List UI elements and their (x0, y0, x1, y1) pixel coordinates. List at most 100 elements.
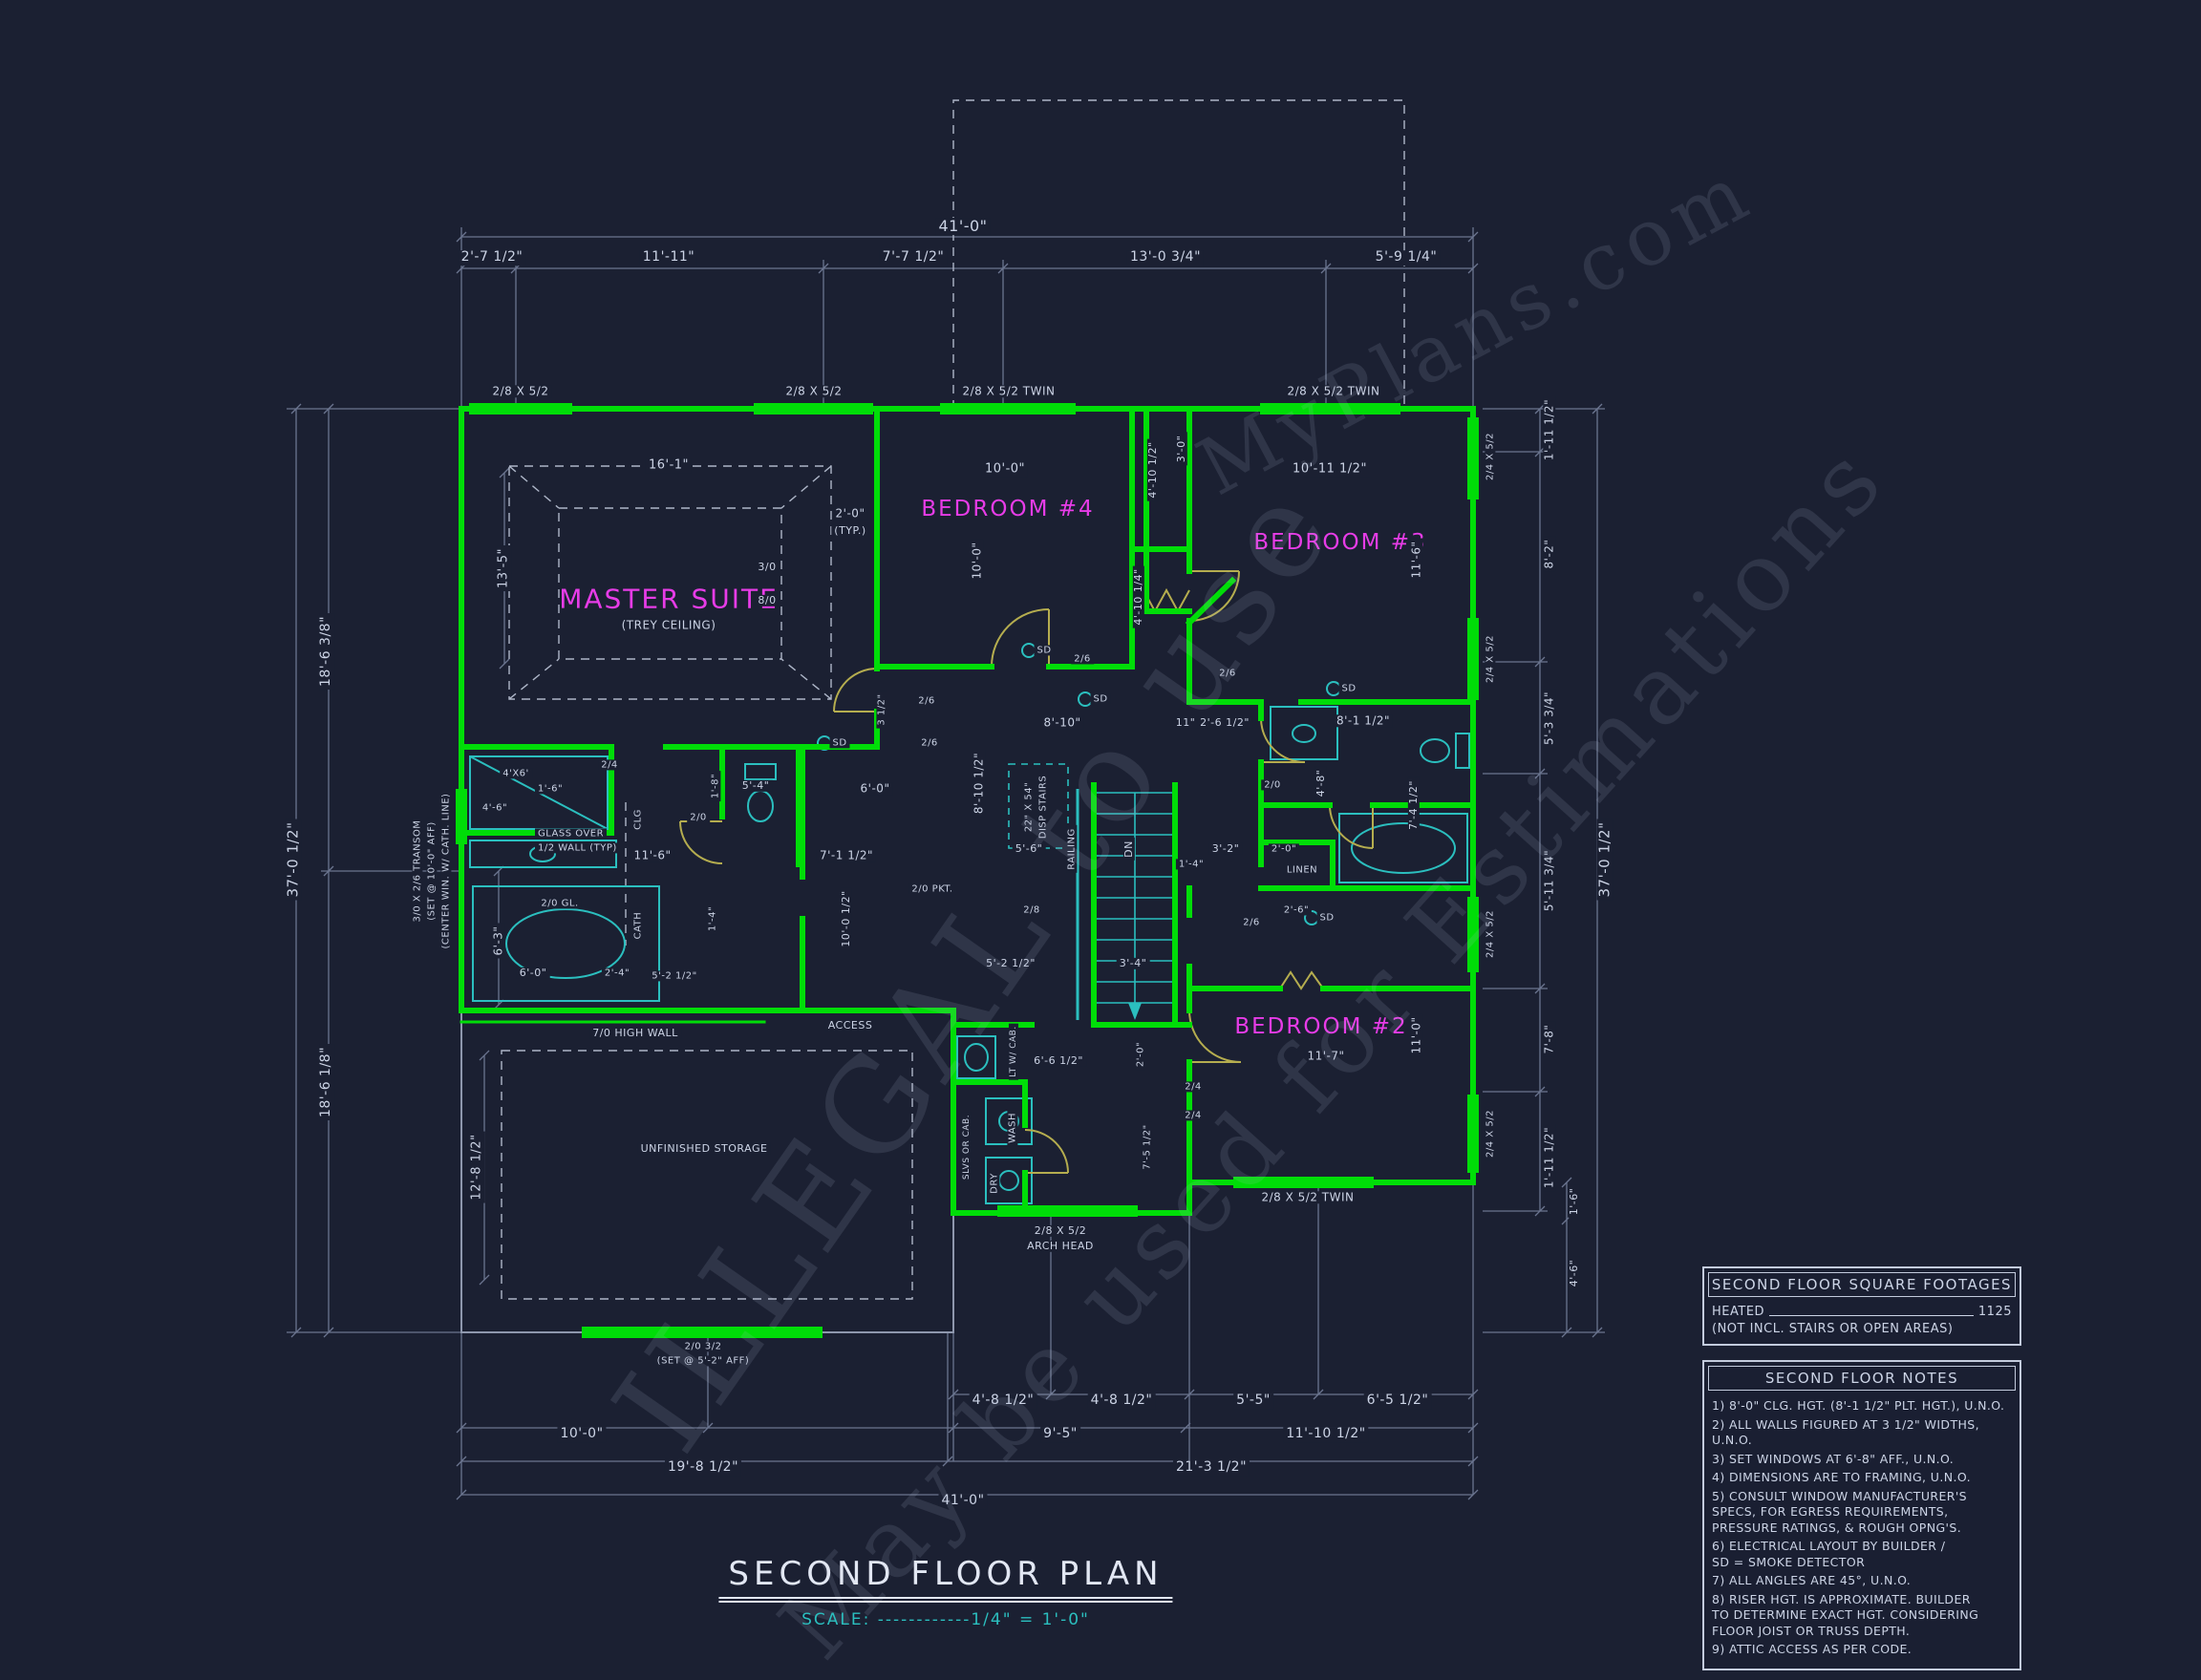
sqft-note: (NOT INCL. STAIRS OR OPEN AREAS) (1712, 1322, 1954, 1336)
plan-label: 2/8 X 5/2 (1031, 1224, 1090, 1238)
plan-label: GLASS OVER (535, 828, 608, 840)
plan-label: 11'-7" (1304, 1049, 1348, 1063)
plan-label: 8'-10 1/2" (972, 749, 986, 818)
storage-dashed (501, 1050, 913, 1300)
dn-arrowhead (1128, 1003, 1142, 1020)
note-item: 6) ELECTRICAL LAYOUT BY BUILDER / SD = S… (1712, 1539, 1946, 1569)
plan-label: CLG (632, 806, 644, 833)
plan-label: 7'-1 1/2" (816, 848, 877, 862)
plan-label: 6'-6 1/2" (1031, 1054, 1086, 1068)
plan-label: SD (1034, 645, 1055, 656)
plan-label: 2/0 GL. (538, 898, 582, 909)
plan-label: 2/4 X 5/2 (1485, 907, 1496, 961)
plan-label: 3'-0" (1175, 432, 1188, 466)
plan-label: 1/2 WALL (TYP) (535, 842, 620, 854)
plan-label: 5'-4" (738, 779, 773, 793)
plan-label: 2/8 X 5/2 (489, 384, 552, 398)
plan-label: 2/6 (1216, 668, 1239, 679)
plan-label: 8/0 (755, 594, 780, 607)
plan-label: 2'-0" (832, 506, 868, 521)
toilet-bath2 (1455, 733, 1470, 769)
plan-label: SLVS OR CAB. (961, 1111, 972, 1183)
square-footages-panel: SECOND FLOOR SQUARE FOOTAGES HEATED 1125… (1702, 1266, 2021, 1346)
plan-label: (TYP.) (831, 524, 869, 538)
plan-label: ARCH HEAD (1024, 1240, 1097, 1253)
dimension-ticks (290, 231, 1603, 1500)
plan-label: 10'-11 1/2" (1290, 462, 1370, 478)
roof-outline-dashed (952, 99, 1405, 409)
plan-label: 2/4 (1182, 1110, 1205, 1121)
walls (456, 403, 1479, 1338)
plan-label: 18'-6 3/8" (318, 612, 334, 691)
plan-label: SD (1090, 693, 1111, 705)
plan-label: 5'-9 1/4" (1372, 249, 1441, 266)
note-item: 5) CONSULT WINDOW MANUFACTURER'S SPECS, … (1712, 1488, 1968, 1535)
plan-label: 3 1/2" (876, 691, 887, 729)
note-item: 9) ATTIC ACCESS AS PER CODE. (1712, 1642, 1913, 1656)
plan-label: 5'-5" (1233, 1393, 1273, 1409)
plan-label: 21'-3 1/2" (1172, 1459, 1250, 1476)
dimension-lines (287, 227, 1605, 1500)
notes-panel: SECOND FLOOR NOTES 1) 8'-0" CLG. HGT. (8… (1702, 1360, 2021, 1670)
note-item: 8) RISER HGT. IS APPROXIMATE. BUILDER TO… (1712, 1591, 1979, 1638)
plan-label: LT W/ CAB. (1008, 1023, 1019, 1080)
heated-row: HEATED 1125 (1712, 1305, 2012, 1319)
heated-label: HEATED (1712, 1305, 1765, 1319)
title-block: SECOND FLOOR PLAN SCALE: ------------1/4… (718, 1555, 1173, 1629)
plan-label: 2/6 (918, 737, 941, 749)
plan-label: 2/0 PKT. (908, 883, 956, 895)
plan-label: 8'-10" (1040, 715, 1084, 730)
plan-label: 41'-0" (938, 1493, 988, 1509)
plan-label: 10'-0" (981, 462, 1029, 478)
plan-label: 19'-8 1/2" (664, 1459, 742, 1476)
plan-label: 3/0 X 2/6 TRANSOM (412, 817, 423, 925)
plan-label: 7'-4 1/2" (1407, 777, 1421, 833)
square-footages-header: SECOND FLOOR SQUARE FOOTAGES (1708, 1272, 2016, 1297)
plan-label: 2/8 X 5/2 (782, 384, 845, 398)
plan-label: 5'-11 3/4" (1542, 846, 1556, 915)
plan-label: WASH (1007, 1109, 1018, 1147)
plan-label: 2/8 X 5/2 TWIN (959, 384, 1058, 398)
notes-list: 1) 8'-0" CLG. HGT. (8'-1 1/2" PLT. HGT.)… (1704, 1394, 2019, 1669)
note-item: 2) ALL WALLS FIGURED AT 3 1/2" WIDTHS, U… (1712, 1416, 1979, 1448)
plan-label: DISP STAIRS (1037, 772, 1049, 842)
plan-label: SD (1338, 683, 1359, 694)
plan-label: 2/4 X 5/2 (1485, 1107, 1496, 1160)
plan-label: 6'-0" (516, 967, 550, 980)
plan-label: 13'-5" (497, 544, 512, 592)
storage-walls (460, 1010, 954, 1333)
plan-label: 2/8 (1020, 904, 1043, 916)
plan-label: 11'-10 1/2" (1283, 1426, 1369, 1442)
plan-label: 2/0 (1261, 779, 1284, 791)
plan-label: 2/0 3/2 (681, 1341, 725, 1352)
plan-label: 11'-0" (1409, 1013, 1423, 1057)
plan-label: 4'-8 1/2" (969, 1393, 1037, 1409)
plan-label: 1'-11 1/2" (1542, 1123, 1556, 1192)
plan-label: RAILING (1066, 825, 1078, 873)
plan-label: 2/0 (687, 812, 710, 823)
plan-label: 2/8 X 5/2 TWIN (1258, 1190, 1357, 1204)
plan-label: 4'-6" (479, 802, 511, 814)
vanity-master (469, 840, 617, 868)
plan-label: 2/6 (1240, 917, 1263, 928)
plan-label: 2'-4" (601, 968, 633, 979)
plan-label: 6'-0" (857, 781, 893, 796)
plan-label: 2/8 X 5/2 TWIN (1284, 384, 1383, 398)
toilet-wc (744, 763, 777, 780)
plan-label: 2/6 (1071, 653, 1094, 665)
plan-label: 4'-8 1/2" (1087, 1393, 1156, 1409)
plan-label: 11'-6" (1409, 538, 1423, 582)
note-item: 1) 8'-0" CLG. HGT. (8'-1 1/2" PLT. HGT.)… (1712, 1398, 2005, 1413)
plan-label: 5'-6" (1012, 842, 1046, 856)
trey-ceiling-dashed (508, 465, 832, 700)
plan-label: DN (1122, 838, 1136, 861)
plan-label: 2/4 (598, 759, 621, 771)
note-item: 3) SET WINDOWS AT 6'-8" AFF., U.N.O. (1712, 1451, 1955, 1466)
plan-label: (TREY CEILING) (618, 618, 719, 632)
laundry-sink (956, 1035, 996, 1079)
notes-header: SECOND FLOOR NOTES (1708, 1366, 2016, 1391)
plan-label: 6'-5 1/2" (1363, 1393, 1432, 1409)
plan-label: 7'-8" (1542, 1021, 1556, 1057)
plan-label: MASTER SUITE (559, 583, 779, 615)
plan-label: 10'-0" (557, 1426, 607, 1442)
